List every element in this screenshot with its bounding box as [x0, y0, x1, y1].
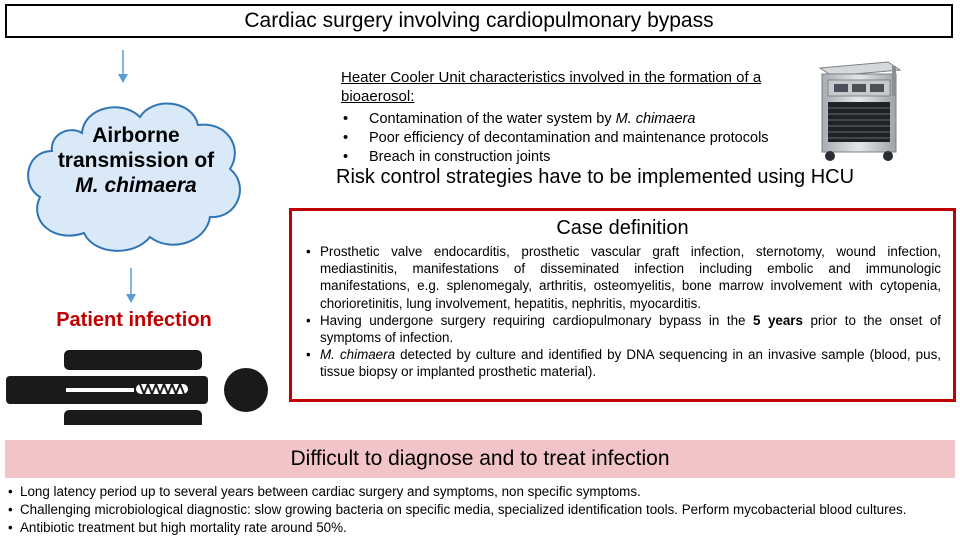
hcu-title: Heater Cooler Unit characteristics invol… — [341, 68, 801, 106]
case-item: M. chimaera detected by culture and iden… — [304, 346, 941, 380]
top-banner-text: Cardiac surgery involving cardiopulmonar… — [244, 9, 714, 32]
case-item: Having undergone surgery requiring cardi… — [304, 312, 941, 346]
cloud-line-1: Airborne — [92, 124, 180, 147]
case-definition-box: Case definition Prosthetic valve endocar… — [289, 208, 956, 402]
hcu-item-text: Contamination of the water system by — [369, 111, 616, 127]
top-banner: Cardiac surgery involving cardiopulmonar… — [5, 4, 953, 38]
hcu-item: Contamination of the water system by M. … — [341, 110, 801, 129]
cloud-line-2: transmission of — [57, 149, 215, 172]
case-item-bold: 5 years — [753, 312, 803, 328]
case-item-text: detected by culture and identified by DN… — [320, 347, 941, 380]
risk-control-statement: Risk control strategies have to be imple… — [336, 166, 855, 188]
case-item-text: prior to the onset of symptoms of infect… — [320, 312, 941, 346]
heater-cooler-unit-image — [818, 61, 902, 161]
hcu-item: Breach in construction joints — [341, 148, 801, 167]
case-item-text: Having undergone surgery requiring cardi… — [320, 312, 753, 328]
case-item-text: Prosthetic valve endocarditis, prostheti… — [320, 244, 941, 311]
arrow-down-icon — [126, 268, 136, 303]
case-item: Prosthetic valve endocarditis, prostheti… — [304, 243, 941, 312]
patient-infection-label: Patient infection — [56, 309, 212, 331]
hcu-list: Contamination of the water system by M. … — [341, 110, 801, 167]
hcu-title-line-1: Heater Cooler Unit characteristics invol… — [341, 69, 762, 86]
hcu-characteristics: Heater Cooler Unit characteristics invol… — [341, 68, 801, 167]
difficult-banner: Difficult to diagnose and to treat infec… — [5, 440, 955, 478]
difficult-item: Challenging microbiological diagnostic: … — [8, 502, 954, 518]
difficult-item: Antibiotic treatment but high mortality … — [8, 520, 954, 536]
difficult-title: Difficult to diagnose and to treat infec… — [290, 447, 670, 470]
hcu-item-text: Breach in construction joints — [369, 149, 551, 165]
difficult-item: Long latency period up to several years … — [8, 484, 954, 500]
cloud-text: Airborne transmission of M. chimaera — [22, 123, 250, 198]
cloud-line-3: M. chimaera — [75, 174, 197, 197]
patient-figure-icon — [6, 350, 268, 425]
arrow-down-icon — [118, 50, 128, 83]
difficult-list: Long latency period up to several years … — [8, 484, 954, 538]
hcu-title-line-2: bioaerosol: — [341, 88, 415, 105]
case-definition-list: Prosthetic valve endocarditis, prostheti… — [304, 243, 941, 381]
hcu-item-text: Poor efficiency of decontamination and m… — [369, 130, 769, 146]
case-definition-title: Case definition — [556, 217, 689, 239]
hcu-item: Poor efficiency of decontamination and m… — [341, 129, 801, 148]
hcu-item-italic: M. chimaera — [615, 111, 696, 127]
airborne-cloud: Airborne transmission of M. chimaera — [22, 93, 250, 259]
case-item-italic: M. chimaera — [320, 347, 396, 363]
cloud-icon — [27, 102, 241, 252]
